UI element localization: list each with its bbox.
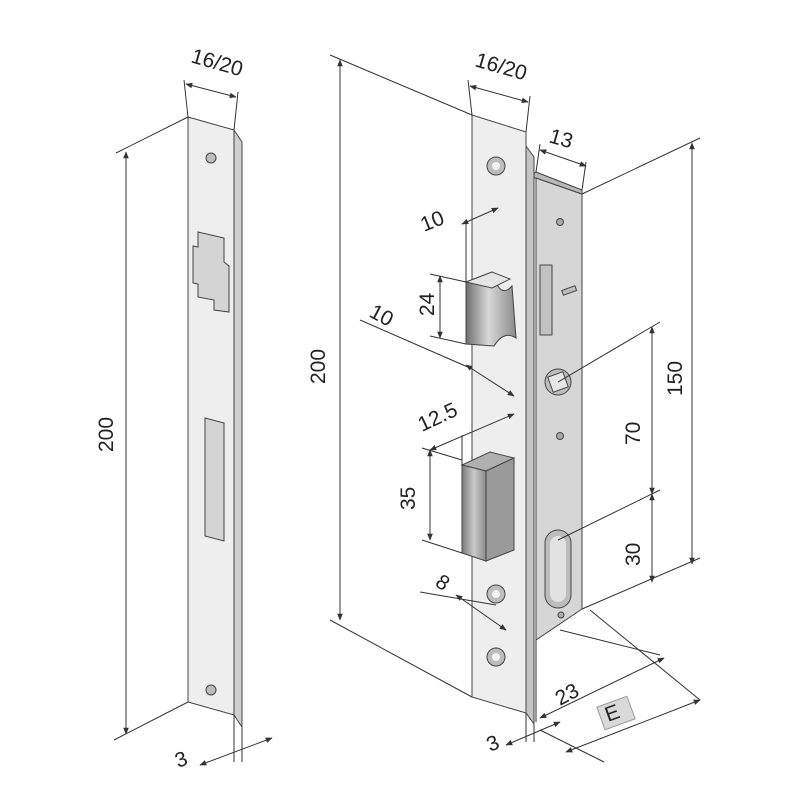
faceplate-bottom-hole-inner [492,653,500,661]
lock-body: 16/20 13 200 10 24 10 12.5 35 [307,49,701,763]
strike-top-screw-hole [205,152,217,164]
backset-label: 23 [552,679,583,710]
latch-offset-dim-line [461,207,499,225]
cylinder-cutout-inner [550,536,566,602]
faceplate-thickness-label: 3 [483,731,502,757]
latch-offset-label: 10 [417,207,447,237]
body-depth-dim-line [539,149,587,167]
faceplate-top-hole-inner [492,162,500,170]
case-latch-slot [539,264,553,336]
screw-offset-dim-line [455,594,507,631]
strike-thickness-label: 3 [172,747,191,773]
e-dim-line [539,729,605,763]
bolt-projection-label: 12.5 [414,398,461,436]
latch-projection-dim-line [465,364,515,397]
key-offset-label: 30 [622,543,645,566]
e-badge [596,695,636,731]
center-distance-label: 70 [622,422,645,445]
bolt-projection-dim-line [429,413,515,451]
total-height-label: 200 [307,349,330,384]
backset-dim-line [539,657,665,719]
strike-plate-edge [233,128,243,729]
strike-plate-face [187,116,235,716]
strike-width-dim-line [185,82,237,99]
faceplate-lower-hole-inner [492,590,500,598]
faceplate-thickness-dim-line [505,721,561,746]
body-height-label: 150 [664,361,687,396]
deadbolt-front [461,464,487,562]
strike-thickness-dim-line [199,737,273,766]
deadbolt-side [485,457,515,562]
faceplate-edge [525,144,535,726]
latch-projection-label: 10 [366,300,397,331]
latch-height-label: 24 [416,292,439,316]
strike-bottom-screw-hole [205,684,217,696]
case-screw-hole [556,218,564,226]
strike-height-label: 200 [95,417,118,452]
lock-case-top [526,171,583,195]
bolt-height-label: 35 [397,487,420,510]
screw-offset-label: 8 [431,570,454,596]
faceplate-width-dim-line [469,84,529,104]
strike-plate: 16/20 200 3 [95,45,273,773]
case-small-slot [561,285,578,296]
faceplate-face [471,114,527,714]
faceplate-width-label: 16/20 [473,49,530,86]
case-small-hole [556,432,564,440]
strike-bolt-cutout [204,417,225,542]
body-depth-label: 13 [547,125,576,154]
strike-latch-cutout [192,231,230,313]
latch-bolt-top [464,271,512,289]
case-bottom-hole [557,611,565,619]
strike-width-label: 16/20 [189,45,246,82]
